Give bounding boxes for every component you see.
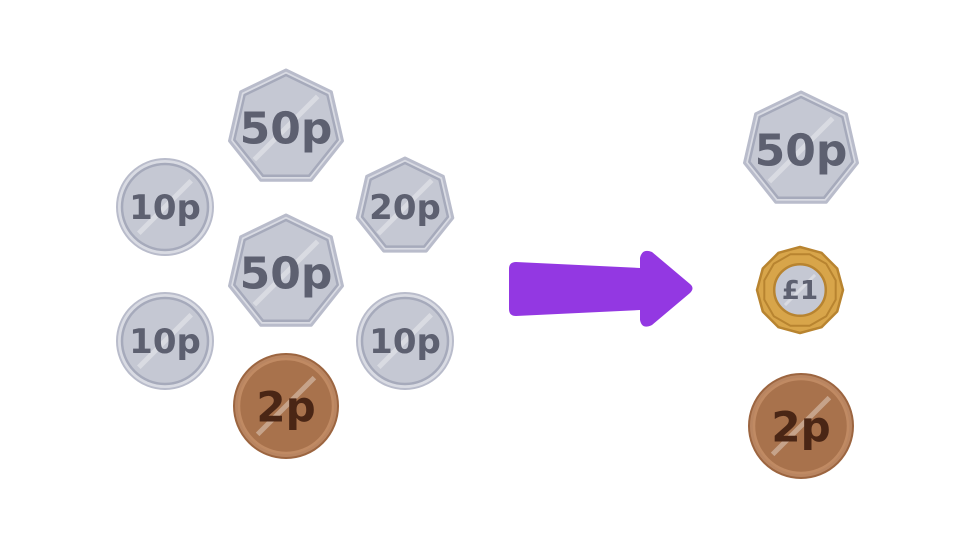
coin-label: £1 (782, 276, 818, 306)
arrow-icon (509, 250, 693, 327)
coin-10p: 10p (116, 158, 214, 256)
right-coin-group: 50p £1 2p (743, 90, 859, 479)
coin-pound-1: £1 (755, 245, 845, 335)
coin-label: 50p (240, 104, 333, 155)
coin-label: 20p (369, 188, 441, 228)
coin-50p: 50p (228, 68, 344, 182)
coin-50p: 50p (743, 90, 859, 204)
coin-label: 50p (240, 249, 333, 300)
coin-label: 2p (256, 383, 315, 432)
left-coin-group: 50p 10p 20p 50p 10p 10p 2p (116, 68, 455, 459)
coin-label: 10p (129, 322, 201, 362)
coin-label: 10p (129, 188, 201, 228)
coin-label: 2p (771, 403, 830, 452)
coin-20p: 20p (355, 156, 455, 253)
coin-2p: 2p (748, 373, 854, 479)
coin-2p: 2p (233, 353, 339, 459)
coin-10p: 10p (116, 292, 214, 390)
coin-10p: 10p (356, 292, 454, 390)
coin-label: 50p (755, 126, 848, 177)
coin-50p: 50p (228, 213, 344, 327)
coin-label: 10p (369, 322, 441, 362)
